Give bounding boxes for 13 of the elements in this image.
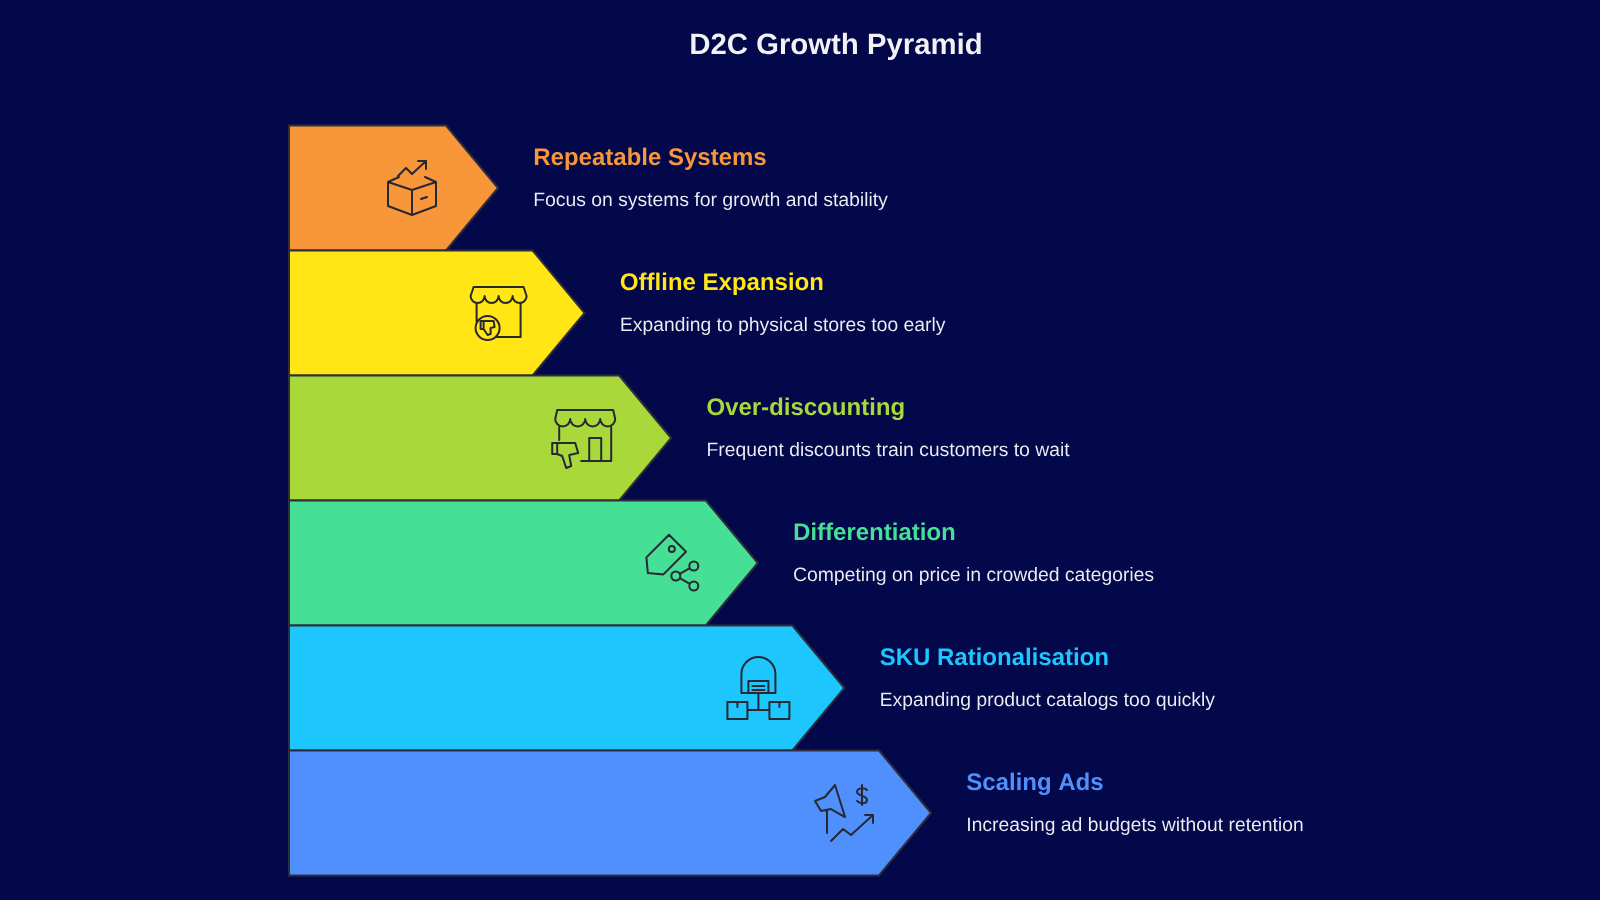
heading: Repeatable Systems <box>534 147 766 170</box>
heading: Scaling Ads <box>966 772 1103 796</box>
heading: Offline Expansion <box>620 272 823 295</box>
description: Expanding product catalogs too quickly <box>881 692 1215 711</box>
description: Expanding to physical stores too early <box>621 317 946 335</box>
description: Increasing ad budgets without retention <box>968 817 1303 836</box>
description: Focus on systems for growth and stability <box>534 192 888 210</box>
description: Competing on price in crowded categories <box>794 567 1154 585</box>
title: D2C Growth Pyramid <box>691 32 981 61</box>
heading: Differentiation <box>794 522 955 541</box>
description: Frequent discounts train customers to wait <box>708 442 1070 460</box>
heading: Over-discounting <box>707 397 904 421</box>
heading: SKU Rationalisation <box>880 647 1108 666</box>
